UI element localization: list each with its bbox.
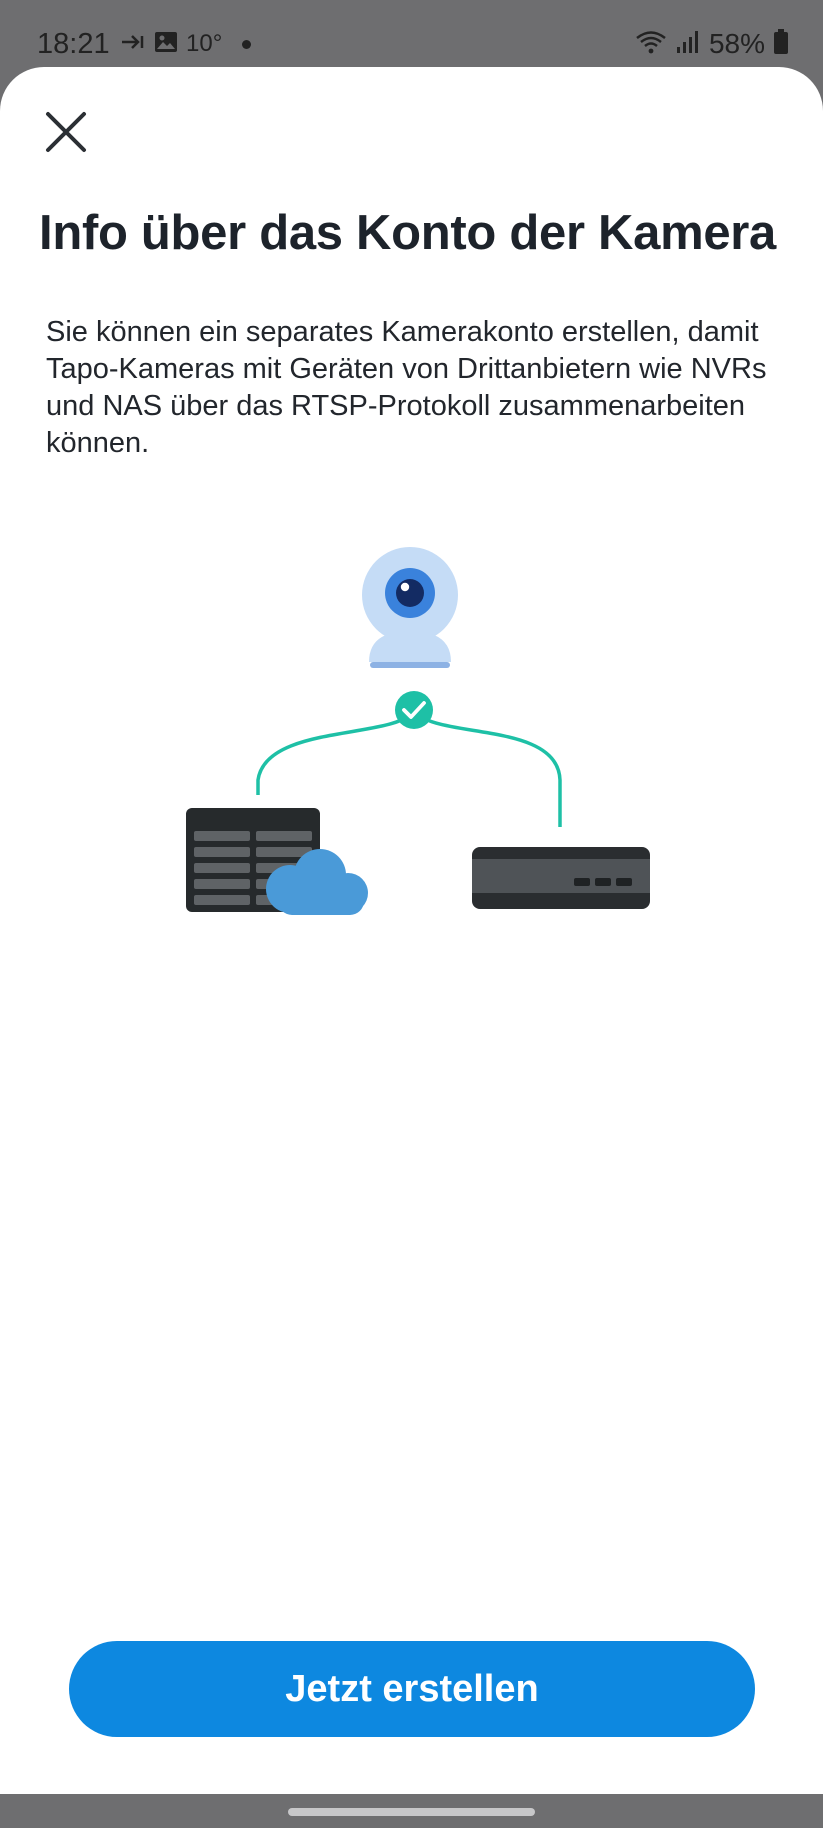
battery-percentage: 58% [708, 28, 765, 59]
image-icon [154, 31, 178, 58]
notification-dot [242, 39, 252, 49]
status-left-icons: 10° [120, 30, 252, 58]
signal-icon [675, 30, 701, 59]
bottom-sheet [0, 67, 823, 1794]
description-text: Sie können ein separates Kamerakonto ers… [46, 316, 767, 459]
create-now-button[interactable]: Jetzt erstellen [69, 1641, 755, 1737]
check-icon [395, 691, 433, 729]
call-forward-icon [120, 32, 146, 57]
nvr-icon [472, 847, 650, 909]
status-right-icons: 58% [635, 28, 789, 60]
wifi-icon [635, 30, 667, 59]
close-button[interactable] [40, 108, 92, 160]
illustration [170, 535, 670, 925]
battery-icon [773, 28, 789, 60]
status-bar: 18:21 10° [0, 0, 823, 68]
temperature-label: 10° [186, 30, 223, 57]
cloud-icon [266, 849, 368, 915]
navigation-bar [0, 1794, 823, 1828]
close-icon [44, 110, 88, 159]
home-indicator[interactable] [288, 1808, 535, 1816]
page-title: Info über das Konto der Kamera [39, 206, 777, 260]
camera-icon [362, 547, 458, 668]
status-time: 18:21 [37, 28, 110, 60]
